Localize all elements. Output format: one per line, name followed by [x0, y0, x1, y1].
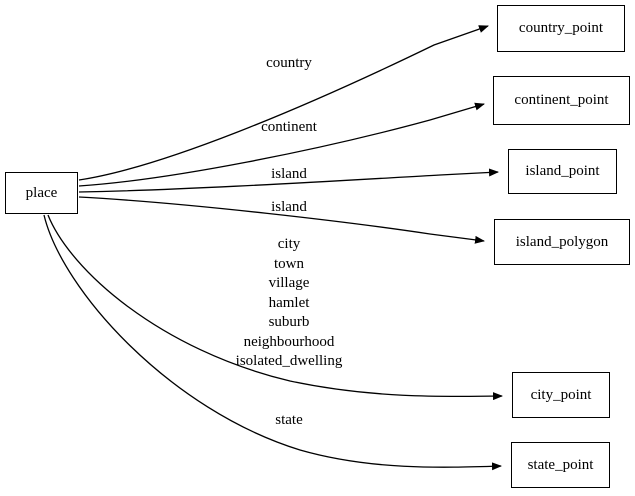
- edge-label-country_point: country: [266, 55, 312, 71]
- edge-place-to-state_point: [43, 214, 502, 471]
- edge-label-line: neighbourhood: [243, 333, 335, 350]
- edge-place-to-island_polygon: [78, 196, 485, 244]
- edge-label-island_polygon: island: [271, 199, 307, 215]
- edge-label-state_point: state: [275, 412, 303, 428]
- node-label: island_polygon: [515, 233, 609, 250]
- edge-label-island_point: island: [271, 166, 307, 182]
- node-label: island_point: [525, 163, 600, 179]
- edge-label-line: island: [271, 166, 307, 182]
- node-continent_point[interactable]: continent_point: [493, 76, 630, 125]
- edge-label-city_point: city town village hamlet suburb neighbourhood…: [236, 235, 343, 372]
- node-label: city_point: [530, 386, 592, 403]
- node-label: state_point: [527, 456, 594, 473]
- node-label: continent_point: [514, 92, 609, 108]
- edge-place-to-continent_point: [78, 102, 485, 187]
- edge-path-group: [43, 25, 503, 471]
- edge-label-line: isolated_dwelling: [235, 353, 343, 369]
- edge-label-line: suburb: [268, 314, 310, 330]
- edge-label-line: city: [277, 236, 301, 252]
- edge-label-line: village: [268, 275, 310, 291]
- node-city_point[interactable]: city_point: [512, 372, 610, 418]
- edge-place-to-country_point: [78, 25, 489, 181]
- node-label: country_point: [518, 20, 604, 36]
- node-label: place: [25, 184, 58, 201]
- edge-label-continent_point: continent: [261, 119, 317, 135]
- edge-place-to-island_point: [78, 168, 499, 193]
- node-country_point[interactable]: country_point: [497, 5, 625, 52]
- node-island_polygon[interactable]: island_polygon: [494, 219, 630, 265]
- node-state_point[interactable]: state_point: [511, 442, 610, 488]
- node-island_point[interactable]: island_point: [508, 149, 617, 194]
- edge-label-line: continent: [261, 119, 317, 135]
- edge-label-line: country: [266, 55, 312, 71]
- edge-place-to-city_point: [47, 214, 503, 401]
- node-place[interactable]: place: [5, 172, 78, 214]
- edge-label-line: state: [275, 412, 303, 428]
- edge-label-line: island: [271, 199, 307, 215]
- edge-label-line: hamlet: [268, 294, 310, 311]
- edge-label-line: town: [274, 255, 304, 272]
